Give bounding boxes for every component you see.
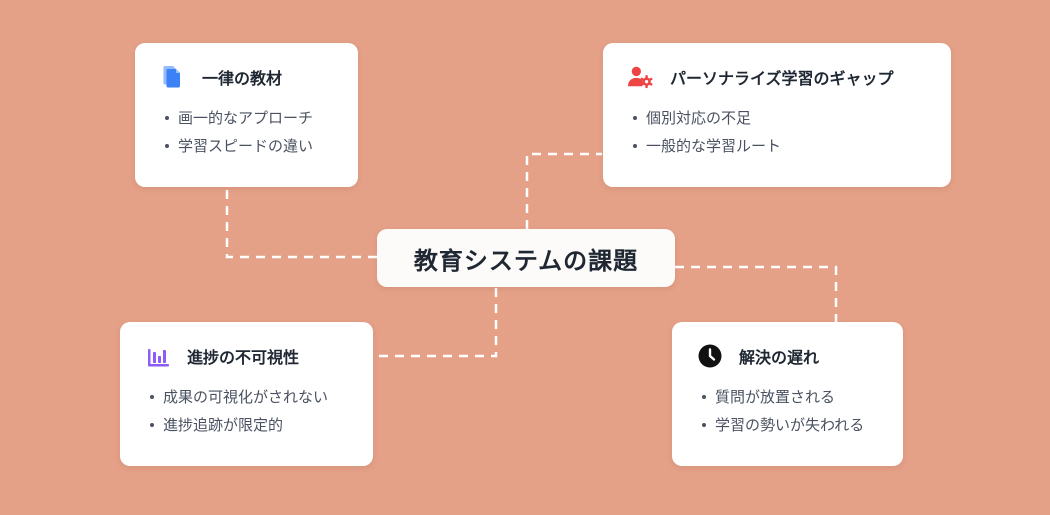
connector-top-right [525,152,602,229]
card-title: パーソナライズ学習のギャップ [670,69,894,88]
card-list: 質問が放置される 学習の勢いが失われる [697,383,903,439]
user-gear-icon [628,64,654,90]
connector-bottom-right [675,265,838,322]
list-item: 一般的な学習ルート [628,132,951,160]
center-topic: 教育システムの課題 [377,229,675,287]
connector-top-left [225,190,377,259]
card-title: 一律の教材 [202,69,283,88]
card-progress-invisibility: 進捗の不可視性 成果の可視化がされない 進捗追跡が限定的 [120,322,373,466]
card-title: 進捗の不可視性 [187,348,300,367]
card-list: 画一的なアプローチ 学習スピードの違い [160,104,358,160]
bar-chart-icon [145,343,171,369]
connector-bottom-left [373,288,498,358]
list-item: 個別対応の不足 [628,104,951,132]
list-item: 学習の勢いが失われる [697,411,903,439]
list-item: 画一的なアプローチ [160,104,358,132]
center-title: 教育システムの課題 [413,246,639,275]
card-list: 成果の可視化がされない 進捗追跡が限定的 [145,383,373,439]
card-list: 個別対応の不足 一般的な学習ルート [628,104,951,160]
card-delayed-resolution: 解決の遅れ 質問が放置される 学習の勢いが失われる [672,322,903,466]
list-item: 学習スピードの違い [160,132,358,160]
card-personalization-gap: パーソナライズ学習のギャップ 個別対応の不足 一般的な学習ルート [603,43,951,187]
list-item: 成果の可視化がされない [145,383,373,411]
card-uniform-materials: 一律の教材 画一的なアプローチ 学習スピードの違い [135,43,358,187]
list-item: 質問が放置される [697,383,903,411]
document-copy-icon [160,64,186,90]
list-item: 進捗追跡が限定的 [145,411,373,439]
card-title: 解決の遅れ [739,348,820,367]
clock-icon [697,343,723,369]
